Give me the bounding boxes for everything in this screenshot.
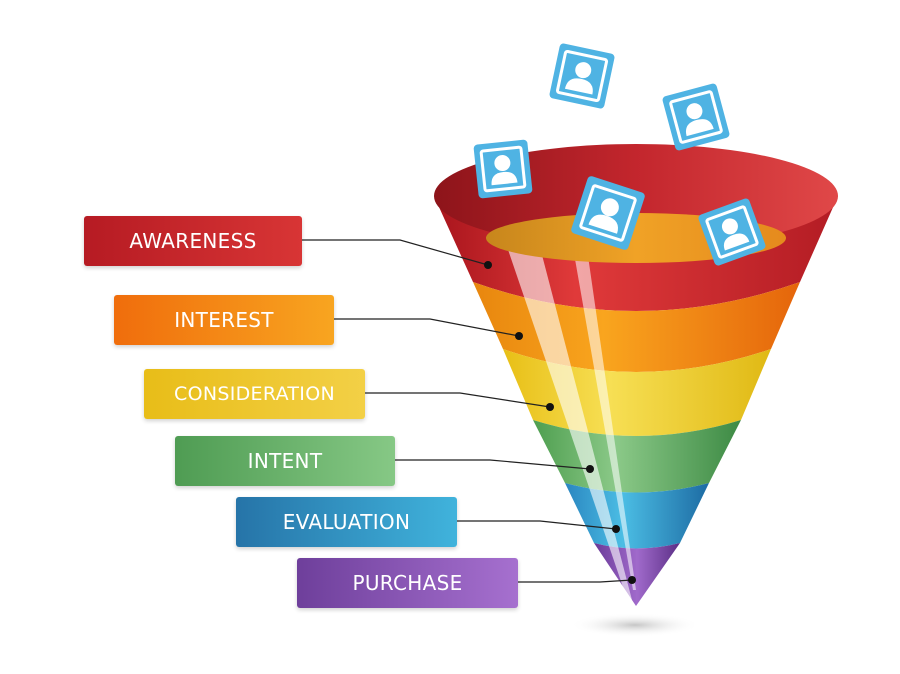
stage-label-text: CONSIDERATION bbox=[174, 383, 335, 405]
stage-label-evaluation: EVALUATION bbox=[236, 497, 457, 547]
funnel-band-evaluation bbox=[565, 483, 709, 549]
dot-intent bbox=[586, 465, 594, 473]
user-icon bbox=[549, 43, 615, 109]
connector-intent bbox=[395, 459, 591, 470]
connector-dots bbox=[484, 261, 636, 584]
user-icons bbox=[473, 43, 766, 266]
connector-lines bbox=[302, 239, 633, 583]
connector-awareness bbox=[302, 239, 489, 266]
user-icon bbox=[473, 139, 533, 199]
stage-label-intent: INTENT bbox=[175, 436, 395, 486]
dot-purchase bbox=[628, 576, 636, 584]
dot-consideration bbox=[546, 403, 554, 411]
user-icon bbox=[698, 198, 766, 266]
connector-purchase bbox=[518, 579, 633, 583]
funnel-shadow bbox=[570, 613, 700, 637]
stage-label-consideration: CONSIDERATION bbox=[144, 369, 365, 419]
funnel-highlight bbox=[502, 232, 632, 600]
stage-label-purchase: PURCHASE bbox=[297, 558, 518, 608]
stage-label-awareness: AWARENESS bbox=[84, 216, 302, 266]
stage-label-text: INTEREST bbox=[174, 308, 274, 332]
dot-evaluation bbox=[612, 525, 620, 533]
stage-label-text: PURCHASE bbox=[352, 571, 463, 595]
funnel-band-purchase bbox=[594, 543, 680, 606]
stage-label-text: INTENT bbox=[247, 449, 323, 473]
connector-interest bbox=[334, 318, 520, 337]
connector-consideration bbox=[365, 392, 551, 408]
user-icon bbox=[662, 83, 730, 151]
stage-label-interest: INTEREST bbox=[114, 295, 334, 345]
stage-label-text: EVALUATION bbox=[282, 510, 411, 534]
stage-label-text: AWARENESS bbox=[129, 229, 257, 253]
dot-awareness bbox=[484, 261, 492, 269]
funnel-highlight-thin bbox=[572, 242, 636, 590]
funnel-body bbox=[434, 144, 838, 606]
user-icon bbox=[571, 176, 645, 250]
connector-evaluation bbox=[457, 520, 617, 530]
dot-interest bbox=[515, 332, 523, 340]
